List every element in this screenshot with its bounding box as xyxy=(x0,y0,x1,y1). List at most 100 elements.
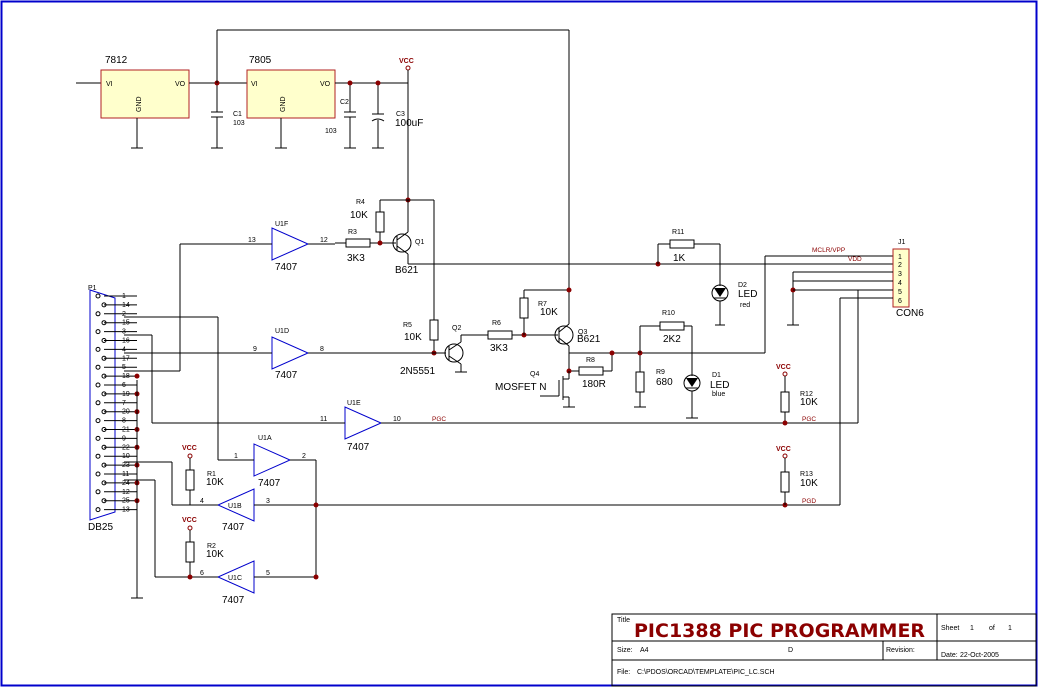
regulator-7805-gnd: GND xyxy=(280,96,287,112)
u1b-part: 7407 xyxy=(222,522,245,533)
u1a-buffer xyxy=(253,443,292,477)
c1-ref: C1 xyxy=(233,111,242,118)
vcc-label-r13: VCC xyxy=(776,446,791,453)
r4-value: 10K xyxy=(350,210,368,221)
r6-ref: R6 xyxy=(492,320,501,327)
u1f-part: 7407 xyxy=(275,262,298,273)
regulator-7812-vo: VO xyxy=(175,81,186,88)
net-pgc-2: PGC xyxy=(802,416,816,423)
r3-ref: R3 xyxy=(348,229,357,236)
r10-value: 2K2 xyxy=(663,334,681,345)
db25-ground-junction xyxy=(134,373,140,379)
doc-number: D xyxy=(788,647,793,654)
db25-pin-contact xyxy=(95,293,101,299)
c1-value: 103 xyxy=(233,120,245,127)
db25-pin-contact xyxy=(95,364,101,370)
q2-symbol xyxy=(444,343,464,363)
r8-ref: R8 xyxy=(586,357,595,364)
r10-ref: R10 xyxy=(662,310,675,317)
vcc-label-r2: VCC xyxy=(182,517,197,524)
sheet-label: Sheet xyxy=(941,625,959,632)
r8-value: 180R xyxy=(582,379,606,390)
r13-ref: R13 xyxy=(800,471,813,478)
con6-ref: J1 xyxy=(898,239,906,246)
switching-section: R5 10K U1D 7407 9 8 Q2 2N5551 R6 3K3 xyxy=(124,255,893,419)
c3-ref: C3 xyxy=(396,111,405,118)
file-value: C:\PDOS\ORCAD\TEMPLATE\PIC_LC.SCH xyxy=(637,669,775,676)
db25-pin-list: 1142153164175186197208219221023112412251… xyxy=(95,293,140,514)
q1-symbol xyxy=(392,233,412,253)
q3-part: B621 xyxy=(577,334,601,345)
u1f-pin-in: 13 xyxy=(248,237,256,244)
con6-name: CON6 xyxy=(896,308,924,319)
net-vdd: VDD xyxy=(848,256,862,263)
u1d-pin-in: 9 xyxy=(253,346,257,353)
r5-value: 10K xyxy=(404,332,422,343)
regulator-7812-name: 7812 xyxy=(105,55,128,66)
net-mclr: MCLR/VPP xyxy=(812,247,845,254)
q3-ref: Q3 xyxy=(578,329,587,336)
r7-ref: R7 xyxy=(538,301,547,308)
u1c-pin-out: 6 xyxy=(200,570,204,577)
r2-ref: R2 xyxy=(207,543,216,550)
u1a-ref: U1A xyxy=(258,435,272,442)
db25-pin-contact xyxy=(95,471,101,477)
of-label: of xyxy=(989,625,995,632)
q1-part: B621 xyxy=(395,265,419,276)
date-label: Date: xyxy=(941,652,958,659)
db25-pin-contact xyxy=(95,418,101,424)
r6-value: 3K3 xyxy=(490,343,508,354)
date-value: 22-Oct-2005 xyxy=(960,652,999,659)
u1b-ref: U1B xyxy=(228,503,242,510)
title-label: Title xyxy=(617,617,630,624)
u1a-part: 7407 xyxy=(258,478,281,489)
r11-ref: R11 xyxy=(672,229,684,236)
sheet-total: 1 xyxy=(1008,625,1012,632)
r4-ref: R4 xyxy=(356,199,365,206)
u1d-ref: U1D xyxy=(275,328,289,335)
db25-pin-contact xyxy=(95,346,101,352)
d2-ref: D2 xyxy=(738,282,747,289)
db25-pin-contact xyxy=(95,329,101,335)
q4-part: MOSFET N xyxy=(495,382,546,393)
vcc-label-main: VCC xyxy=(399,58,414,65)
r1-ref: R1 xyxy=(207,471,216,478)
net-pgc-1: PGC xyxy=(432,416,446,423)
c2-value: 103 xyxy=(325,128,337,135)
q4-mosfet-symbol xyxy=(540,371,575,408)
r5-ref: R5 xyxy=(403,322,412,329)
u1a-pin-in: 1 xyxy=(234,453,238,460)
r2-value: 10K xyxy=(206,549,224,560)
db25-connector: P1 DB25 11421531641751861972082192210231… xyxy=(88,285,143,599)
q2-ref: Q2 xyxy=(452,325,461,332)
db25-pin-contact xyxy=(95,311,101,317)
u1d-part: 7407 xyxy=(275,370,298,381)
d2-label: LED xyxy=(738,289,757,300)
sheet-number: 1 xyxy=(970,625,974,632)
r9-ref: R9 xyxy=(656,369,665,376)
revision-label: Revision: xyxy=(886,647,915,654)
u1e-part: 7407 xyxy=(347,442,370,453)
vcc-label-r12: VCC xyxy=(776,364,791,371)
q3-symbol xyxy=(554,325,574,345)
u1d-pin-out: 8 xyxy=(320,346,324,353)
u1b-pin-out: 4 xyxy=(200,498,204,505)
u1e-buffer xyxy=(344,406,383,440)
c2-ref: C2 xyxy=(340,99,349,106)
title-block: Title PIC1388 PIC PROGRAMMER Size: A4 D … xyxy=(611,613,1037,687)
regulator-7805-vo: VO xyxy=(320,81,331,88)
d1-ref: D1 xyxy=(712,372,721,379)
con6-connector: J1 CON6 1 2 3 4 5 6 MCLR/VPP VDD xyxy=(787,239,924,505)
d1-label: LED xyxy=(710,380,729,391)
regulator-7812-vi: VI xyxy=(106,81,113,88)
con6-pin-3: 3 xyxy=(898,271,902,278)
u1c-pin-in: 5 xyxy=(266,570,270,577)
u1e-ref: U1E xyxy=(347,400,361,407)
size-value: A4 xyxy=(640,647,649,654)
con6-pin-6: 6 xyxy=(898,298,902,305)
u1f-ref: U1F xyxy=(275,221,288,228)
db25-pin-contact xyxy=(95,453,101,459)
r12-value: 10K xyxy=(800,397,818,408)
r13-value: 10K xyxy=(800,478,818,489)
